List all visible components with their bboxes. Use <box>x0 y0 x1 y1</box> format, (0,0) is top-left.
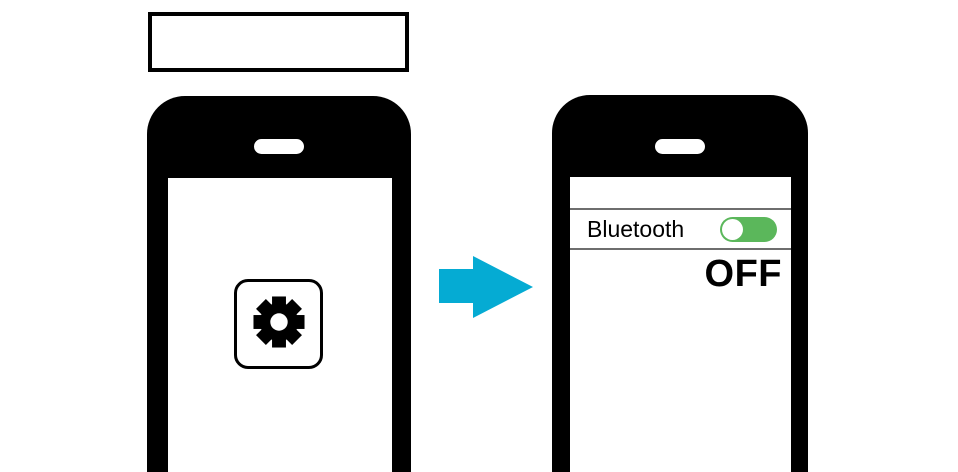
speaker-slot <box>655 139 705 154</box>
gear-icon <box>250 293 308 356</box>
caption-box <box>148 12 409 72</box>
left-phone-screen <box>168 178 392 472</box>
right-phone-screen: Bluetooth OFF <box>570 177 791 472</box>
left-phone <box>147 96 411 472</box>
speaker-slot <box>254 139 304 154</box>
arrow-right-shape <box>439 256 533 318</box>
bluetooth-status-text: OFF <box>704 253 782 295</box>
row-divider-top <box>570 208 791 210</box>
right-phone: Bluetooth OFF <box>552 95 808 472</box>
toggle-knob <box>722 218 743 240</box>
bluetooth-label: Bluetooth <box>587 215 685 242</box>
settings-app-icon[interactable] <box>234 279 323 369</box>
bluetooth-row: Bluetooth <box>570 210 791 248</box>
arrow-right-icon <box>439 256 533 318</box>
bluetooth-toggle[interactable] <box>720 216 777 242</box>
row-divider-bottom <box>570 248 791 250</box>
